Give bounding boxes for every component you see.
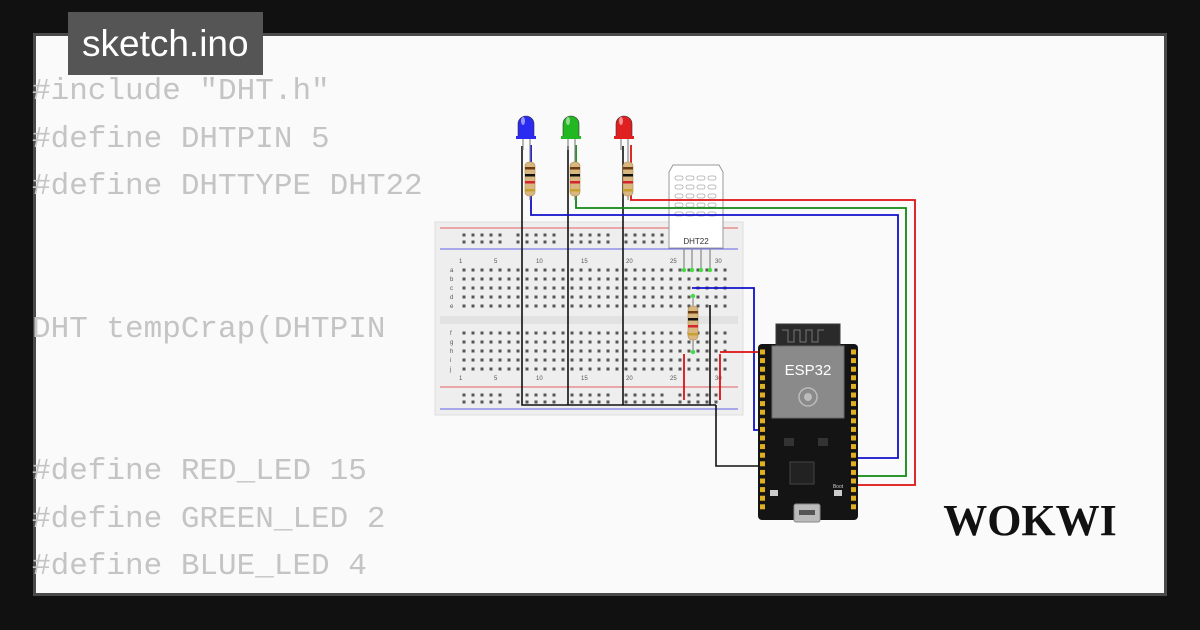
breadboard-col-label: 25 [670, 259, 677, 265]
breadboard-col-label: 20 [626, 259, 633, 265]
led-green[interactable] [561, 115, 581, 150]
led-resistor[interactable] [569, 146, 581, 200]
led-resistor[interactable] [622, 146, 634, 200]
breadboard-col-label: 15 [581, 259, 588, 265]
led-blue[interactable] [516, 115, 536, 150]
boot-label: Boot [833, 484, 844, 490]
led-resistor[interactable] [524, 146, 536, 200]
breadboard-row-label: d [450, 295, 453, 301]
breadboard-row-label: i [450, 358, 451, 364]
breadboard-col-label: 10 [536, 376, 543, 382]
breadboard-row-label: b [450, 277, 454, 283]
breadboard-row-label: g [450, 340, 453, 346]
breadboard-col-label: 10 [536, 259, 543, 265]
led-red[interactable] [614, 115, 634, 150]
code-line: #define DHTPIN 5 [32, 121, 330, 157]
code-line: #define RED_LED 15 [32, 454, 367, 489]
breadboard-col-label: 1 [459, 259, 463, 265]
code-line: DHT tempCrap(DHTPIN [32, 311, 386, 347]
code-line: #include "DHT.h" [32, 74, 330, 109]
breadboard-col-label: 30 [715, 376, 722, 382]
breadboard-col-label: 20 [626, 376, 633, 382]
code-line: #define DHTTYPE DHT22 [32, 169, 423, 204]
breadboard-row-label: j [449, 367, 451, 373]
breadboard-col-label: 1 [459, 376, 463, 382]
dht22-label: DHT22 [683, 237, 709, 246]
breadboard-col-label: 5 [494, 259, 498, 265]
breadboard-row-label: h [450, 349, 453, 355]
dht22-sensor[interactable]: DHT22 [668, 164, 724, 273]
file-tab[interactable]: sketch.ino [68, 12, 263, 75]
code-line: #define GREEN_LED 2 [32, 501, 386, 537]
breadboard-col-label: 15 [581, 376, 588, 382]
file-tab-label: sketch.ino [82, 23, 249, 64]
esp32-board[interactable]: ESP32 Boot [758, 323, 858, 523]
breadboard-row-label: e [450, 304, 454, 310]
code-line: #define BLUE_LED 4 [32, 549, 367, 584]
esp32-label: ESP32 [785, 362, 832, 379]
code-editor[interactable]: #include "DHT.h" #define DHTPIN 5 #defin… [32, 68, 423, 591]
breadboard-col-label: 5 [494, 376, 498, 382]
wokwi-logo: WOKWI [943, 496, 1117, 545]
breadboard-col-label: 25 [670, 376, 677, 382]
breadboard-row-label: a [450, 268, 454, 274]
pullup-resistor[interactable] [687, 293, 699, 355]
wokwi-logo-text: WOKWI [943, 496, 1117, 545]
breadboard-row-label: f [450, 331, 452, 337]
breadboard-col-label: 30 [715, 259, 722, 265]
breadboard-row-label: c [450, 286, 453, 292]
